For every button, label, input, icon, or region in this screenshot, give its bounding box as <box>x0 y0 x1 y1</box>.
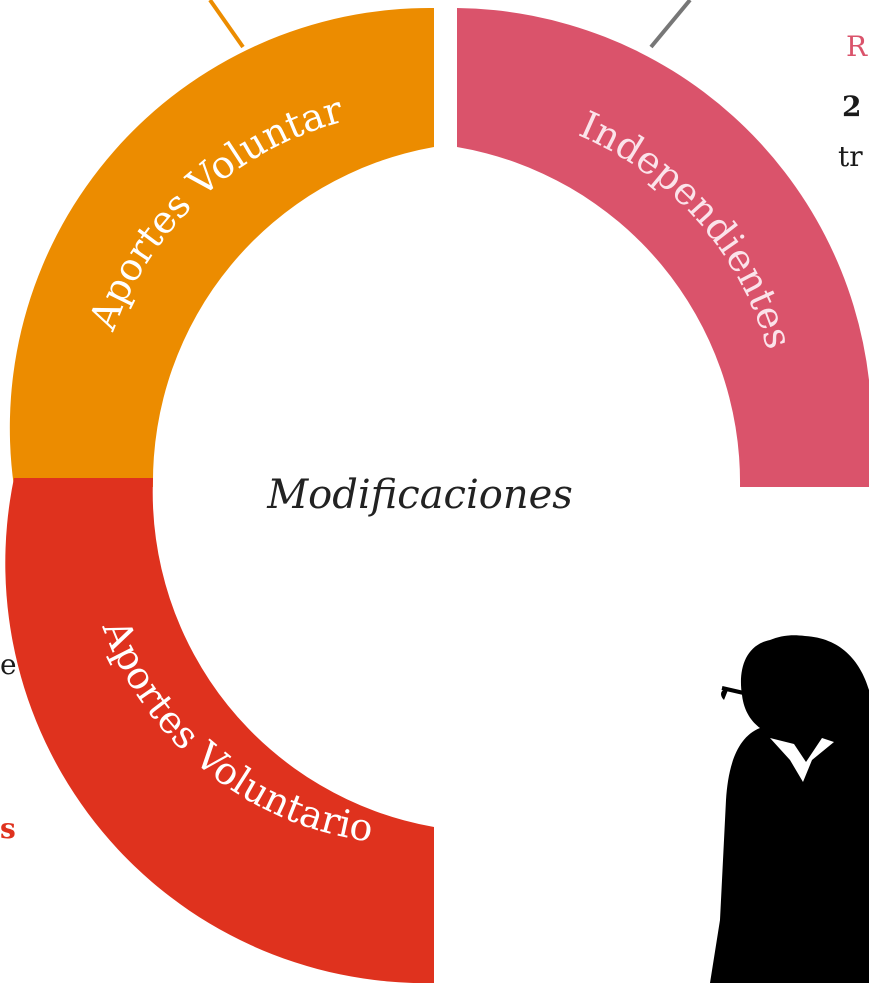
woman-silhouette-image <box>710 635 869 983</box>
segment-independientes[interactable] <box>457 8 869 487</box>
face-accent-line <box>721 686 749 696</box>
edge-text-r: R <box>846 30 868 63</box>
center-label: Modificaciones <box>266 472 573 518</box>
segment-aportes-voluntarios-top[interactable] <box>9 7 434 487</box>
edge-text-e: e <box>0 648 17 681</box>
edge-text-tr: tr <box>838 140 863 173</box>
edge-text-s: s <box>0 812 16 845</box>
segment-aportes-voluntarios-bottom[interactable] <box>5 478 434 983</box>
connector-line-gray <box>649 0 692 49</box>
connector-line-orange <box>208 0 245 49</box>
edge-text-2: 2 <box>842 90 862 123</box>
